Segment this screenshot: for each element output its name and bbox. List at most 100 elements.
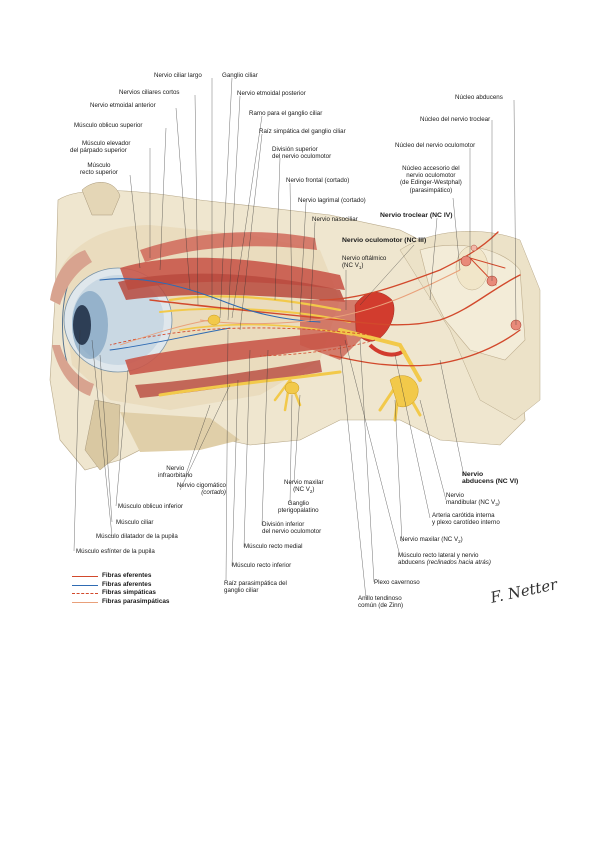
label-musculo-recto-inferior: Músculo recto inferior	[232, 562, 292, 569]
label-mandibular-sub: 3	[495, 502, 498, 508]
label-nucleo-troclear: Núcleo del nervio troclear	[420, 116, 491, 123]
legend-parasympathetic-swatch	[72, 601, 98, 603]
extraocular-muscles	[118, 232, 370, 398]
label-nucleo-edinger-westphal: Núcleo accesorio del nervio oculomotor (…	[400, 165, 462, 194]
label-nervio-oculomotor: Nervio oculomotor (NC III)	[342, 237, 427, 244]
label-musculo-recto-medial: Músculo recto medial	[244, 543, 303, 550]
label-musculo-esfinter: Músculo esfínter de la pupila	[76, 548, 155, 555]
ciliary-ganglion	[207, 314, 221, 326]
label-division-inf-line1: División inferior	[262, 521, 305, 528]
label-ew-line3: (de Edinger-Westphal)	[400, 179, 462, 187]
label-musculo-oblicuo-superior: Músculo oblicuo superior	[74, 122, 143, 129]
leader-lines	[73, 77, 517, 599]
label-musculo-dilatador: Músculo dilatador de la pupila	[96, 533, 178, 540]
label-pterigo-line1: Ganglio	[287, 500, 309, 507]
label-pterigo-line2: pterigopalatino	[278, 507, 319, 515]
label-nervio-cigomatico: Nervio cigomático (cortado)	[144, 482, 226, 496]
label-division-superior: División superior del nervio oculomotor	[272, 146, 331, 160]
label-arteria-carotida: Arteria carótida interna y plexo carotíd…	[432, 512, 500, 526]
label-abducens-line2: abducens (NC VI)	[462, 478, 519, 486]
legend-afferent-swatch	[72, 584, 98, 586]
label-nervio-etmoidal-posterior: Nervio etmoidal posterior	[237, 90, 306, 97]
label-nervio-maxilar-center: Nervio maxilar (NC V2)	[284, 479, 324, 496]
label-nervio-maxilar-right: Nervio maxilar (NC V2)	[400, 536, 463, 545]
label-maxilar-sub: 2	[309, 489, 313, 495]
label-mandibular-line2: mandibular (NC V	[446, 499, 496, 507]
label-oftalmico-close: )	[361, 262, 364, 270]
label-division-inf-line2: del nervio oculomotor	[262, 528, 322, 536]
label-nervio-lagrimal: Nervio lagrimal (cortado)	[298, 197, 366, 204]
label-raiz-para-line1: Raíz parasimpática del	[224, 580, 287, 587]
label-nervio-oftalmico: Nervio oftálmico (NC V1)	[342, 255, 386, 272]
label-maxilar-line2: (NC V	[293, 486, 310, 494]
label-musculo-recto-superior: Músculo recto superior	[80, 162, 118, 176]
label-recto-lateral-line2: abducens	[398, 559, 425, 567]
label-ramo-ganglio-ciliar: Ramo para el ganglio ciliar	[249, 110, 323, 117]
label-nervio-ciliar-largo: Nervio ciliar largo	[154, 72, 202, 79]
legend-efferent-label: Fibras eferentes	[102, 572, 152, 579]
label-nucleo-oculomotor: Núcleo del nervio oculomotor	[395, 142, 476, 149]
label-musculo-ciliar: Músculo ciliar	[116, 519, 154, 526]
label-maxilar-right-text: Nervio maxilar (NC V	[400, 536, 459, 543]
label-ganglio-ciliar: Ganglio ciliar	[222, 72, 258, 79]
label-infraorbitario-line2: infraorbitario	[158, 472, 193, 480]
label-mandibular-line1: Nervio	[446, 492, 464, 499]
label-recto-sup-line2: recto superior	[80, 169, 118, 177]
label-nervio-troclear: Nervio troclear (NC IV)	[380, 212, 453, 219]
label-raiz-para-line2: ganglio ciliar	[224, 587, 259, 595]
label-cigomatico-line1: Nervio cigomático	[176, 482, 226, 489]
efferent-fibers	[149, 231, 521, 367]
label-recto-lateral-line1: Músculo recto lateral y nervio	[398, 552, 479, 559]
label-ew-line1: Núcleo accesorio del	[402, 165, 460, 172]
legend-sympathetic-label: Fibras simpáticas	[102, 589, 156, 596]
label-ganglio-pterigopalatino: Ganglio pterigopalatino	[278, 500, 319, 514]
label-maxilar-right-sub: 2	[458, 539, 461, 545]
label-nervio-nasociliar: Nervio nasociliar	[312, 216, 358, 223]
label-musculo-oblicuo-inferior: Músculo oblicuo inferior	[118, 503, 183, 510]
label-nervio-mandibular: Nervio mandibular (NC V3)	[446, 492, 500, 509]
label-maxilar-line1: Nervio maxilar	[284, 479, 324, 486]
label-ew-line2: nervio oculomotor	[406, 172, 456, 180]
label-division-sup-line2: del nervio oculomotor	[272, 153, 332, 161]
label-recto-lateral-note: (reclinados hacia atrás)	[426, 559, 491, 567]
label-oftalmico-line1: Nervio oftálmico	[342, 255, 387, 262]
label-mandibular-close: )	[497, 499, 500, 507]
label-anillo-tendinoso: Anillo tendinoso común (de Zinn)	[358, 595, 403, 609]
label-nervio-infraorbitario: Nervio infraorbitario	[158, 465, 192, 479]
label-elevador-line2: del párpado superior	[70, 147, 127, 155]
sympathetic-fibers	[109, 327, 376, 357]
legend-afferent-label: Fibras aferentes	[102, 580, 152, 588]
label-carotida-line1: Arteria carótida interna	[432, 512, 495, 519]
label-oftalmico-line2: (NC V	[342, 262, 359, 270]
afferent-fibers	[99, 278, 321, 351]
label-plexo-cavernoso: Plexo cavernoso	[374, 579, 420, 586]
legend-sympathetic-swatch	[72, 593, 98, 594]
label-musculo-recto-lateral: Músculo recto lateral y nervio abducens …	[398, 552, 491, 566]
label-anillo-line1: Anillo tendinoso	[358, 595, 402, 602]
label-division-sup-line1: División superior	[272, 146, 318, 153]
label-raiz-simpatica: Raíz simpática del ganglio ciliar	[259, 128, 346, 135]
parasympathetic-fibers	[119, 269, 461, 346]
label-ew-line4: (parasimpático)	[409, 186, 453, 194]
legend-efferent-swatch	[72, 576, 98, 577]
label-abducens-line1: Nervio	[462, 471, 484, 478]
label-division-inferior: División inferior del nervio oculomotor	[262, 521, 321, 535]
label-musculo-elevador: Músculo elevador del párpado superior	[70, 140, 131, 154]
label-recto-sup-line1: Músculo	[87, 162, 111, 169]
label-maxilar-right-close: )	[460, 536, 463, 543]
label-carotida-line2: y plexo carotídeo interno	[432, 519, 500, 527]
trigeminal-ganglion	[389, 375, 419, 408]
label-cigomatico-line2: (cortado)	[201, 489, 226, 497]
eyelids	[50, 250, 94, 396]
label-nervio-abducens: Nervio abducens (NC VI)	[462, 471, 518, 485]
label-nervios-ciliares-cortos: Nervios ciliares cortos	[119, 89, 180, 96]
label-nervio-frontal: Nervio frontal (cortado)	[286, 177, 350, 184]
legend-parasympathetic-label: Fibras parasimpáticas	[102, 597, 170, 605]
label-oftalmico-sub: 1	[358, 265, 362, 271]
label-elevador-line1: Músculo elevador	[82, 140, 131, 147]
label-anillo-line2: común (de Zinn)	[358, 602, 404, 610]
label-maxilar-close: )	[312, 486, 315, 494]
pterygopalatine-ganglion	[284, 381, 300, 395]
label-nucleo-abducens: Núcleo abducens	[455, 94, 503, 101]
